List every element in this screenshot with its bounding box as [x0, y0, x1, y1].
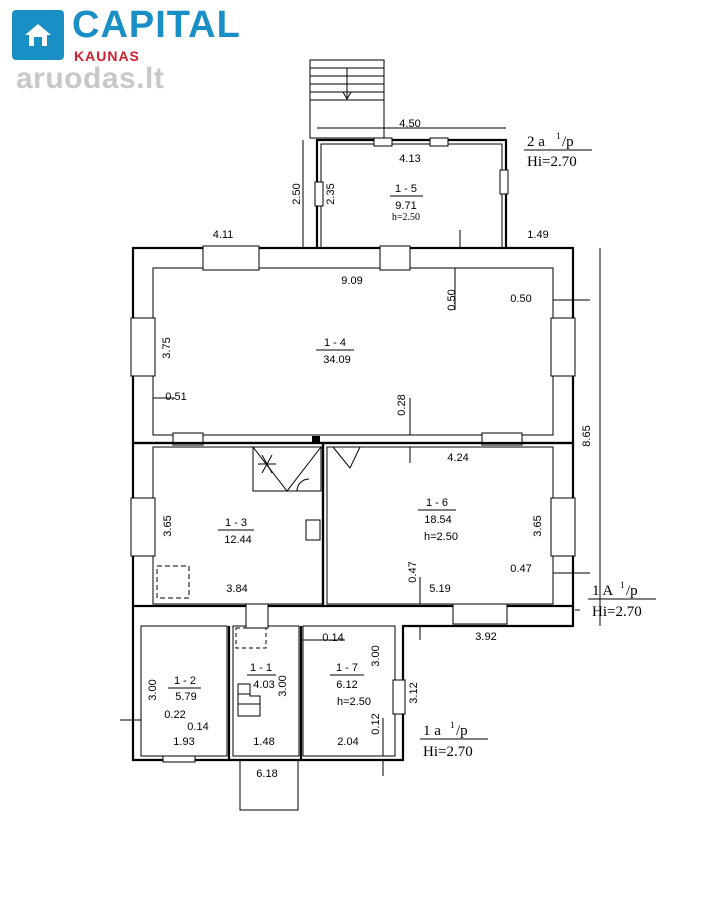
room-1-4-walls: [130, 245, 576, 446]
level-note-lower-hi: Hi=2.70: [423, 744, 473, 760]
level-note-middle-label: 1 A: [592, 583, 613, 599]
level-note-upper-label: 2 a: [527, 134, 545, 150]
room-1-4-id: 1 - 4: [324, 337, 346, 349]
level-note-upper-hi: Hi=2.70: [527, 154, 577, 170]
dim-label: 3.00: [277, 675, 289, 696]
room-1-2-area: 5.79: [175, 691, 196, 703]
dim-label: 1.48: [253, 736, 274, 748]
dim-label: 0.50: [510, 293, 531, 305]
level-note-middle-suffix: /p: [626, 583, 638, 599]
room-label-1-1: 1 - 1 4.03: [247, 662, 276, 691]
room-1-7-area: 6.12: [336, 679, 357, 691]
capital-logo[interactable]: CAPITAL KAUNAS aruodas.lt: [10, 4, 240, 95]
house-logo-icon: [12, 10, 64, 60]
dim-label: 4.50: [399, 118, 420, 130]
room-1-6-walls: [321, 441, 576, 625]
level-note-lower: 1 a 1 /p Hi=2.70: [420, 720, 488, 760]
logo-watermark-text: aruodas.lt: [16, 62, 165, 95]
dim-label: 3.00: [147, 679, 159, 700]
room-label-1-3: 1 - 3 12.44: [218, 517, 254, 546]
room-1-7-height: h=2.50: [337, 696, 371, 708]
room-1-3-id: 1 - 3: [225, 517, 247, 529]
room-1-4-area: 34.09: [323, 354, 351, 366]
room-1-5-area: 9.71: [395, 200, 416, 212]
room-label-1-2: 1 - 2 5.79: [168, 675, 201, 703]
dim-label: 1.93: [173, 736, 194, 748]
room-1-7-id: 1 - 7: [336, 662, 358, 674]
dim-label: 0.47: [407, 561, 419, 582]
dim-label: 0.28: [396, 394, 408, 415]
room-1-5-id: 1 - 5: [395, 183, 417, 195]
room-1-6-id: 1 - 6: [426, 497, 448, 509]
dim-label: 4.13: [399, 153, 420, 165]
dim-label: 6.18: [256, 768, 277, 780]
dim-label: 9.09: [341, 275, 362, 287]
level-note-upper-suffix: /p: [562, 134, 574, 150]
dim-label: 0.14: [187, 721, 208, 733]
dim-label: 2.04: [337, 736, 358, 748]
dim-label: 3.65: [162, 515, 174, 536]
dim-label: 0.12: [370, 713, 382, 734]
level-note-upper: 2 a 1 /p Hi=2.70: [524, 131, 592, 170]
room-1-1-area: 4.03: [253, 679, 274, 691]
room-1-1-id: 1 - 1: [250, 662, 272, 674]
dim-label: 5.19: [429, 583, 450, 595]
dim-label: 3.75: [161, 337, 173, 358]
dim-label: 2.35: [325, 183, 337, 204]
level-note-lower-label: 1 a: [423, 723, 441, 739]
level-note-middle-sup: 1: [620, 580, 625, 590]
level-note-middle-hi: Hi=2.70: [592, 604, 642, 620]
dim-label: 0.50: [446, 289, 458, 310]
room-1-2-id: 1 - 2: [174, 675, 196, 687]
room-label-1-7: 1 - 7 6.12 h=2.50: [330, 662, 371, 708]
room-label-1-5: 1 - 5 9.71 h=2.50: [390, 183, 423, 223]
level-note-upper-sup: 1: [556, 131, 561, 141]
logo-brand-text: CAPITAL: [72, 4, 241, 46]
dim-label: 3.65: [532, 515, 544, 536]
dim-label: 2.50: [291, 183, 303, 204]
lower-wing-walls: [131, 603, 575, 811]
level-note-lower-sup: 1: [450, 720, 455, 730]
dim-label: 0.51: [165, 391, 186, 403]
dim-label: 3.00: [370, 645, 382, 666]
dim-label: 0.22: [164, 709, 185, 721]
dim-label: 8.65: [581, 425, 593, 446]
dim-label: 4.24: [447, 452, 468, 464]
room-label-1-6: 1 - 6 18.54 h=2.50: [418, 497, 458, 543]
logo-city-text: KAUNAS: [74, 48, 140, 64]
room-1-5-height: h=2.50: [392, 212, 420, 223]
house-icon: [25, 24, 51, 46]
level-note-middle: 1 A 1 /p Hi=2.70: [588, 580, 656, 620]
dimension-ticks: [120, 127, 601, 776]
dim-label: 3.84: [226, 583, 247, 595]
room-1-5-walls: [314, 137, 509, 248]
room-label-1-4: 1 - 4 34.09: [316, 337, 354, 366]
top-stairs: [309, 59, 385, 139]
dim-label: 3.92: [475, 631, 496, 643]
dim-label: 0.14: [322, 632, 343, 644]
dim-label: 0.47: [510, 563, 531, 575]
dim-label: 1.49: [527, 229, 548, 241]
level-note-lower-suffix: /p: [456, 723, 468, 739]
room-1-6-area: 18.54: [424, 514, 452, 526]
dim-label: 4.11: [213, 229, 234, 241]
room-1-3-area: 12.44: [224, 534, 252, 546]
dim-label: 3.12: [408, 682, 420, 703]
room-1-6-height: h=2.50: [424, 531, 458, 543]
dimension-labels: 4.50 4.13 2.50 2.35 4.11 1.49 9.09 0.50 …: [147, 118, 593, 780]
